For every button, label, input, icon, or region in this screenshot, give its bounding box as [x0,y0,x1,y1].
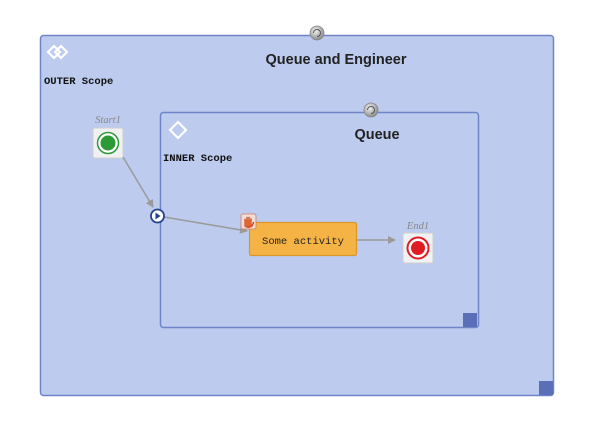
inner-scope-label: INNER Scope [163,153,232,165]
connector-entry-to-activity[interactable] [163,216,248,234]
outer-scope-resize-handle[interactable] [539,381,553,395]
activity-label: Some activity [262,236,344,248]
end-event-label: End1 [406,221,429,232]
inner-scope[interactable]: Queue INNER Scope [159,102,480,329]
inner-scope-title: Queue [354,127,399,143]
inner-scope-top-handle[interactable] [363,102,379,118]
connector-start-to-entry[interactable] [122,156,154,208]
end-circle-icon [406,236,430,260]
activity-node[interactable]: Some activity [240,213,358,257]
diamond-outline-icon [168,120,188,140]
outer-scope-title: Queue and Engineer [266,52,407,68]
start-circle-icon [96,131,120,155]
end-event[interactable]: End1 [402,221,434,264]
start-event[interactable]: Start1 [92,115,124,159]
inner-scope-box[interactable] [159,111,480,329]
outer-scope-label: OUTER Scope [44,76,113,88]
diamond-link-icon [46,44,69,60]
activity-box[interactable] [248,221,358,257]
play-icon [155,212,161,220]
hand-icon [240,213,257,230]
outer-scope-top-handle[interactable] [309,25,325,41]
scope-entry-point[interactable] [150,208,165,224]
start-event-label: Start1 [95,115,121,126]
inner-scope-resize-handle[interactable] [463,313,477,327]
